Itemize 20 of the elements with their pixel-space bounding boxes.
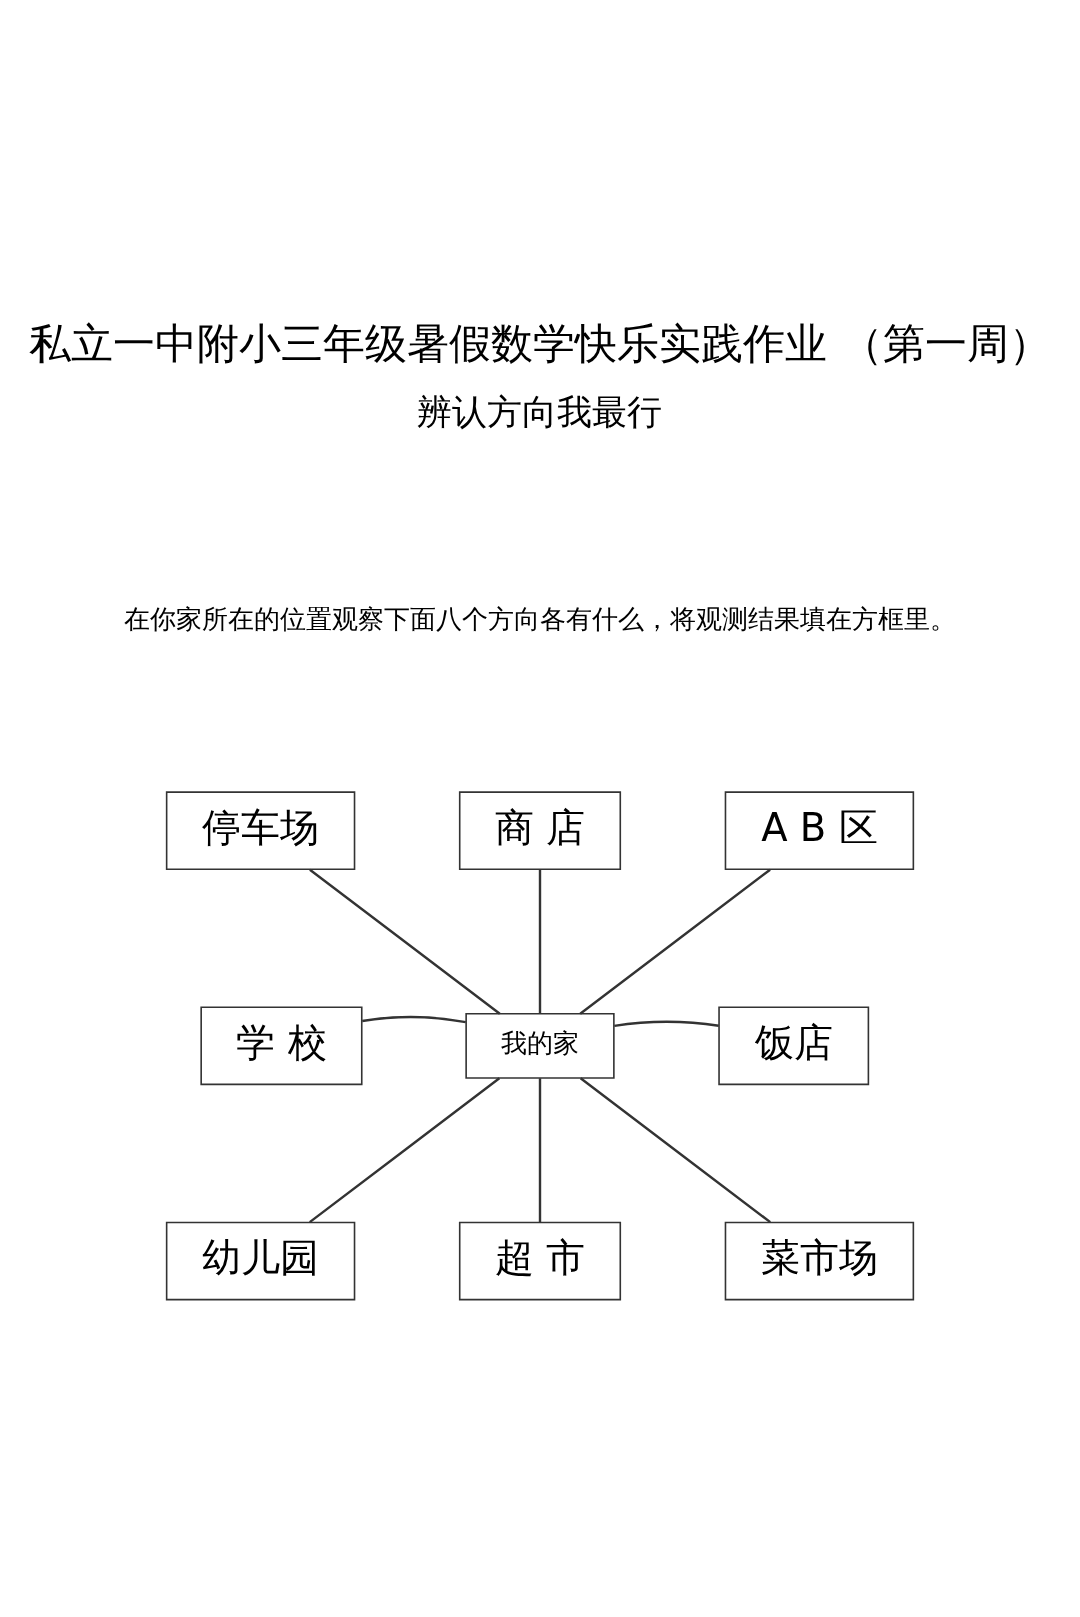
connector <box>538 869 542 1013</box>
node-box: 学 校 <box>200 1006 363 1085</box>
node-box: 商 店 <box>458 790 622 870</box>
node-box: A B 区 <box>724 790 915 870</box>
connector <box>614 1020 719 1027</box>
connector <box>579 868 771 1015</box>
label: 在你家所在的位置观察下面八个方向各有什么，将观测结果填在方框里。 <box>124 603 956 634</box>
diagram-title: 私立一中附小三年级暑假数学快乐实践作业 （第一周） <box>29 318 1051 368</box>
node-box: 饭店 <box>718 1006 870 1085</box>
node-box: 停车场 <box>165 790 356 870</box>
node-box: 我的家 <box>465 1012 615 1079</box>
node-box: 幼儿园 <box>165 1221 356 1300</box>
node-box: 菜市场 <box>724 1221 915 1300</box>
connector <box>362 1015 466 1023</box>
connector <box>309 1076 501 1223</box>
connector <box>538 1077 542 1222</box>
node-box: 超 市 <box>458 1221 622 1300</box>
connector <box>309 868 501 1015</box>
label: 辨认方向我最行 <box>417 390 663 432</box>
connector <box>579 1076 771 1223</box>
